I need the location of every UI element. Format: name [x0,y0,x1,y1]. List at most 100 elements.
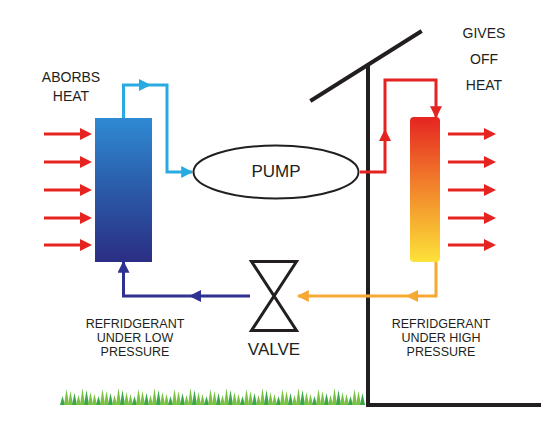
heat-arrow [44,161,82,164]
grass-blade [188,388,193,405]
heat-arrowhead [484,128,496,140]
grass-blade [72,393,77,405]
heat-arrow [44,133,82,136]
grass-blade [296,388,301,405]
valve-outline [250,260,298,332]
grass-blade [264,390,269,405]
grass-blade [160,392,165,405]
grass-blade [104,391,109,405]
heat-arrowhead [80,184,92,196]
heat-arrowhead [80,212,92,224]
grass-blade [124,392,129,405]
heat-arrowhead [80,128,92,140]
node-label: VALVE [224,340,324,360]
grass-blade [340,392,345,405]
grass-blade [244,389,249,405]
heat-arrow [44,189,82,192]
heat-arrow [448,244,486,247]
grass-blade [284,391,289,405]
pressure-label: REFRIDGERANT UNDER LOW PRESSURE [70,317,200,359]
grass-blade [336,390,341,405]
heat-arrowhead [484,156,496,168]
grass-blade [136,389,141,405]
pressure-label: REFRIDGERANT UNDER HIGH PRESSURE [376,317,506,359]
refrigerant-pipe [124,262,251,296]
grass-blade [152,388,157,405]
grass-blade [84,390,89,405]
grass-blade [252,393,257,405]
grass-blade [120,390,125,405]
heat-arrowhead [484,184,496,196]
grass [60,388,365,405]
grass-blade [80,388,85,405]
condenser-box: GIVES OFF HEAT [410,117,440,262]
grass-blade [324,393,329,405]
valve-bowtie [252,262,297,331]
node-label: ABORBS HEAT [38,68,104,106]
grass-blade [172,389,177,405]
house-outline [312,32,541,405]
grass-blade [228,390,233,405]
grass-blade [144,393,149,405]
grass-blade [164,394,169,405]
grass-blade [196,392,201,405]
heat-arrowhead [484,239,496,251]
pump-outline [194,146,359,199]
heat-arrow [448,133,486,136]
grass-blade [224,388,229,405]
grass-blade [344,394,349,405]
heat-out-arrows [448,128,496,251]
grass-blade [64,389,69,405]
grass-blade [236,394,241,405]
grass-blade [320,391,325,405]
heat-arrow [44,217,82,220]
grass-blade [332,388,337,405]
wall-line [366,66,370,405]
heat-arrowhead [80,156,92,168]
grass-blade [192,390,197,405]
heat-arrow [44,244,82,247]
grass-blade [140,391,145,405]
grass-blade [128,394,133,405]
grass-blade [100,389,105,405]
grass-blade [280,389,285,405]
grass-blade [180,393,185,405]
grass-blade [272,394,277,405]
grass-blade [268,392,273,405]
grass-blade [176,391,181,405]
grass-blade [352,389,357,405]
grass-blade [316,389,321,405]
grass-blade [92,394,97,405]
node-label: GIVES OFF HEAT [454,20,514,98]
grass-blade [304,392,309,405]
grass-blade [116,388,121,405]
pump-ellipse: PUMP [192,144,360,200]
grass-blade [108,393,113,405]
grass-blade [200,394,205,405]
heat-in-arrows [44,128,92,251]
refrigerant-pipe [298,262,436,296]
grass-blade [232,392,237,405]
grass-blade [68,391,73,405]
grass-blade [356,391,361,405]
heat-arrow [448,189,486,192]
grass-blade [212,391,217,405]
heat-arrow [448,217,486,220]
grass-blade [88,392,93,405]
grass-blade [216,393,221,405]
valve-symbol: VALVE [250,260,298,332]
node-label: PUMP [192,144,360,200]
grass-blade [308,394,313,405]
grass-blade [156,390,161,405]
grass-blade [248,391,253,405]
heat-arrow [448,161,486,164]
floor-line [368,403,541,407]
heat-arrowhead [484,212,496,224]
grass-blade [208,389,213,405]
heat-arrowhead [80,239,92,251]
grass-blade [360,393,365,405]
